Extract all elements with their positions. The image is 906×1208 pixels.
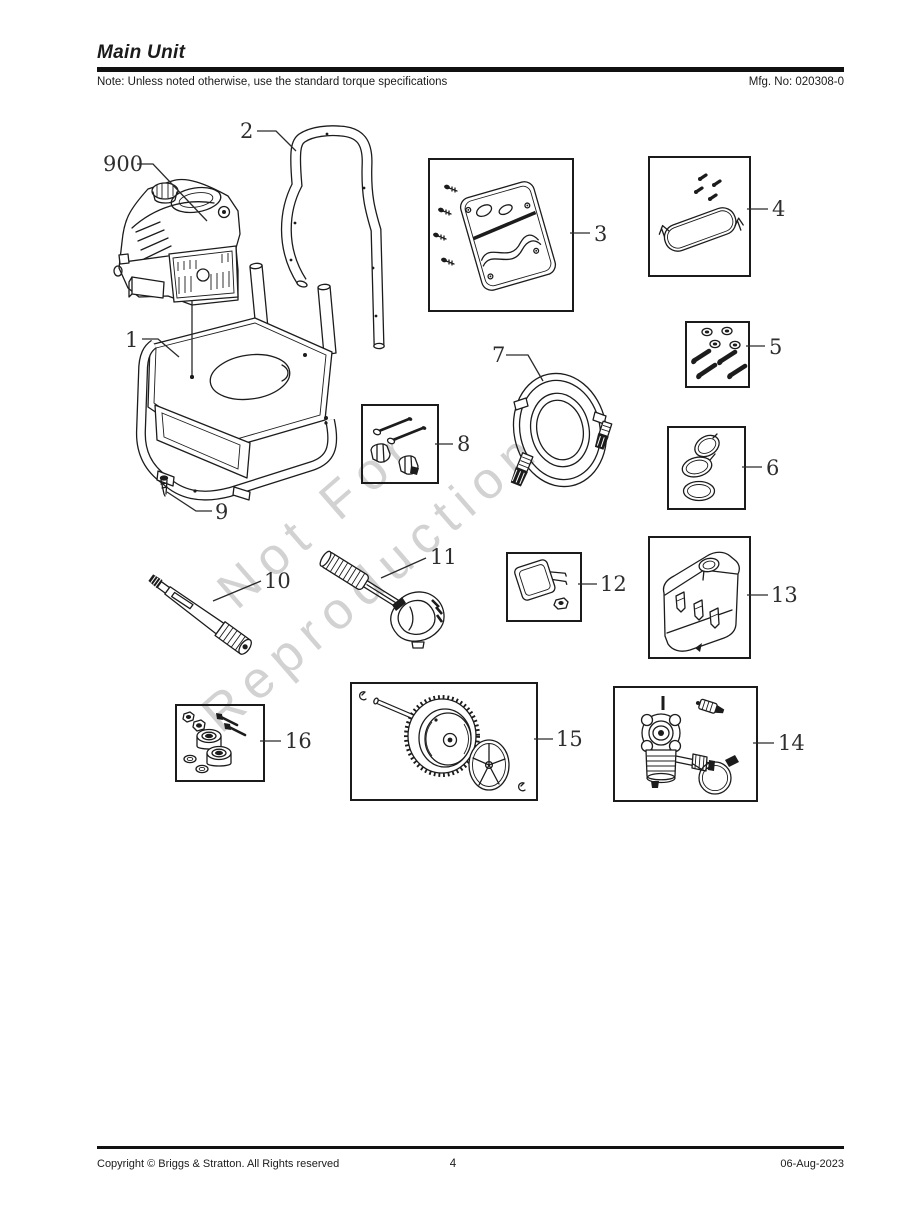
page-number: 4 (449, 1158, 457, 1170)
panel-drawing (433, 181, 557, 291)
callout-8: 8 (457, 432, 471, 456)
part-box-13 (648, 536, 751, 659)
footer-date: 06-Aug-2023 (780, 1158, 844, 1170)
callout-15: 15 (556, 727, 583, 751)
bushing (196, 728, 222, 750)
frame-drawing (135, 262, 338, 501)
callout-4: 4 (772, 197, 786, 221)
part-box-8 (361, 404, 439, 484)
callout-14: 14 (778, 731, 805, 755)
bushing (206, 745, 232, 767)
part-box-4 (648, 156, 751, 277)
support-rail-drawing (658, 173, 744, 252)
header-rule (97, 67, 844, 72)
leader-10 (212, 580, 262, 602)
e-clip (359, 691, 367, 701)
torque-note: Note: Unless noted otherwise, use the st… (97, 76, 448, 88)
handle-drawing (280, 125, 385, 350)
spray-gun-drawing (319, 550, 445, 649)
callout-16: 16 (285, 729, 312, 753)
leader-9 (166, 491, 212, 512)
hose-loop (692, 755, 739, 795)
callout-9: 9 (215, 500, 229, 524)
part-box-6 (667, 426, 746, 510)
knob (370, 443, 391, 463)
hardware-kit-8-drawing (370, 417, 427, 475)
leader-7 (506, 354, 544, 382)
callout-6: 6 (766, 456, 780, 480)
leader-900 (137, 163, 208, 222)
nuts (182, 711, 206, 732)
callout-3: 3 (594, 222, 608, 246)
part-box-16 (175, 704, 265, 782)
hardware-kit-5-drawing (691, 326, 748, 380)
knob (398, 455, 419, 475)
callout-900: 900 (103, 152, 144, 176)
callout-2: 2 (240, 119, 254, 143)
hubcap (468, 739, 510, 791)
callout-5: 5 (769, 335, 783, 359)
hose-drawing (510, 372, 613, 488)
callout-7: 7 (492, 343, 506, 367)
callout-10: 10 (264, 569, 291, 593)
leader-2 (257, 130, 297, 152)
leader-11 (380, 557, 427, 579)
e-clip (518, 782, 526, 792)
callout-11: 11 (430, 545, 457, 569)
part-box-12 (506, 552, 582, 622)
pump-drawing (640, 696, 739, 795)
engine-drawing (113, 178, 241, 306)
tank-drawing (662, 551, 740, 652)
pump-body (645, 749, 677, 788)
mfg-number: Mfg. No: 020308-0 (748, 76, 844, 88)
callout-12: 12 (600, 572, 627, 596)
bearing-kit-drawing (182, 711, 247, 774)
strap-tabs (675, 591, 720, 629)
nozzle (695, 698, 725, 714)
part-box-3 (428, 158, 574, 312)
part-box-5 (685, 321, 750, 388)
part-box-15 (350, 682, 538, 801)
wheel-kit-drawing (359, 691, 526, 792)
footer-rule (97, 1146, 844, 1149)
spray-wand-drawing (148, 574, 252, 655)
hook-drawing (514, 559, 569, 610)
cap-kit-drawing (681, 433, 720, 502)
leader-1 (142, 338, 180, 358)
tire (404, 695, 480, 777)
page-title: Main Unit (97, 42, 186, 63)
screw-9-drawing (159, 475, 169, 497)
callout-13: 13 (771, 583, 798, 607)
part-box-14 (613, 686, 758, 802)
copyright-text: Copyright © Briggs & Stratton. All Right… (97, 1158, 340, 1170)
callout-1: 1 (125, 328, 139, 352)
